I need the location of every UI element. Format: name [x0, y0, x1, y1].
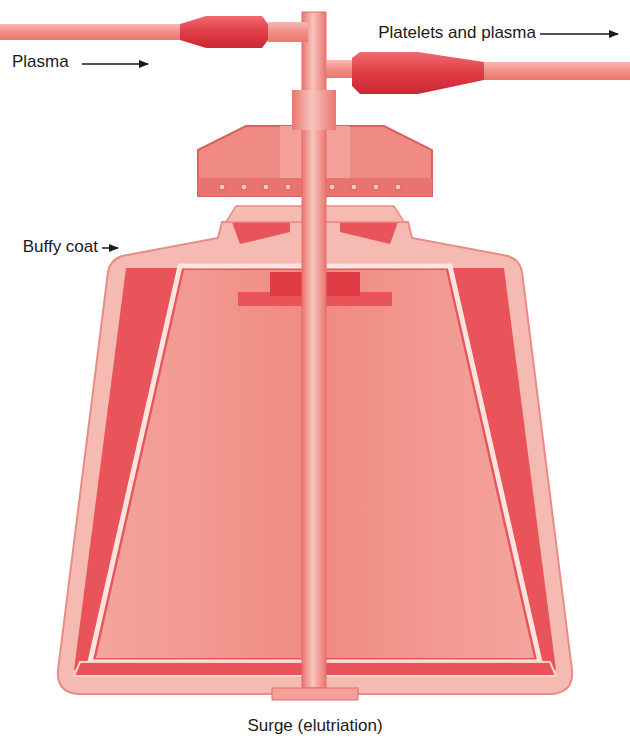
flow-arrow: [540, 33, 618, 35]
leader-arrow: [102, 247, 118, 249]
layer-label: Buffy coat: [23, 237, 98, 257]
flow-arrow: [82, 63, 148, 65]
figure-caption: Surge (elutriation): [247, 716, 382, 736]
stream-label: Platelets and plasma: [378, 23, 536, 43]
stream-label: Plasma: [12, 52, 69, 72]
